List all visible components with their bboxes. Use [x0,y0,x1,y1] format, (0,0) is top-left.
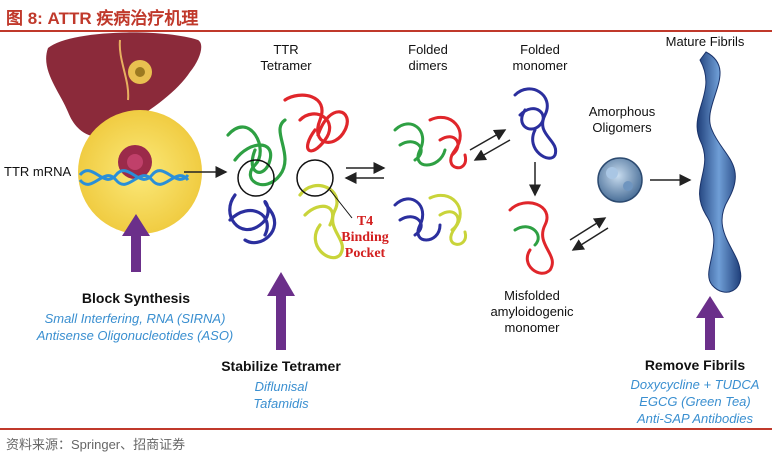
stabilize-tetramer-heading: Stabilize Tetramer [221,358,341,374]
mature-fibril-icon [696,51,742,293]
liver-icon [46,32,202,137]
arrow-misfolded-to-oligomers [569,217,607,241]
folded-monomer-icon [513,87,558,160]
figure-title: 图 8: ATTR 疾病治疗机理 [6,9,199,28]
remove-fibrils-heading: Remove Fibrils [644,357,746,373]
binding-pocket-circle-right [296,159,334,197]
bottom-rule [0,428,772,430]
remove-fibrils-therapies: Doxycycline + TUDCA EGCG (Green Tea) Ant… [630,377,760,426]
source-note: 资料来源：Springer、招商证券 [6,437,186,452]
label-amorphous-oligomers: Amorphous Oligomers [588,104,656,135]
block-synthesis-therapies: Small Interfering, RNA (SIRNA) Antisense… [36,311,234,343]
arrow-dimers-to-monomer [469,129,507,151]
amorphous-oligomer-icon [597,157,643,203]
hepatocyte-cell-icon [78,110,202,234]
pocket-pointer-line [329,189,353,219]
label-mature-fibrils: Mature Fibrils [665,34,745,49]
folded-dimer-top-icon [393,115,467,170]
label-folded-monomer: Folded monomer [512,42,568,73]
label-t4-binding-pocket: T4 Binding Pocket [341,214,389,261]
folded-dimer-bottom-icon [393,193,467,246]
label-ttr-tetramer: TTR Tetramer [260,42,312,73]
stabilize-tetramer-therapies: Diflunisal Tafamidis [253,379,309,411]
top-rule [0,30,772,32]
arrow-oligomers-to-misfolded [571,227,609,251]
label-ttr-mrna: TTR mRNA [4,164,72,179]
stabilize-arrow-icon [267,272,295,350]
arrow-monomer-to-dimers [473,139,511,161]
remove-arrow-icon [696,296,724,350]
label-folded-dimers: Folded dimers [408,42,448,73]
misfolded-monomer-icon [508,201,554,275]
binding-pocket-circle-left [237,159,275,197]
block-synthesis-heading: Block Synthesis [81,290,191,306]
label-misfolded-monomer: Misfolded amyloidogenic monomer [490,288,574,335]
ttr-tetramer-icon [226,93,349,260]
block-arrow-icon [122,214,150,272]
